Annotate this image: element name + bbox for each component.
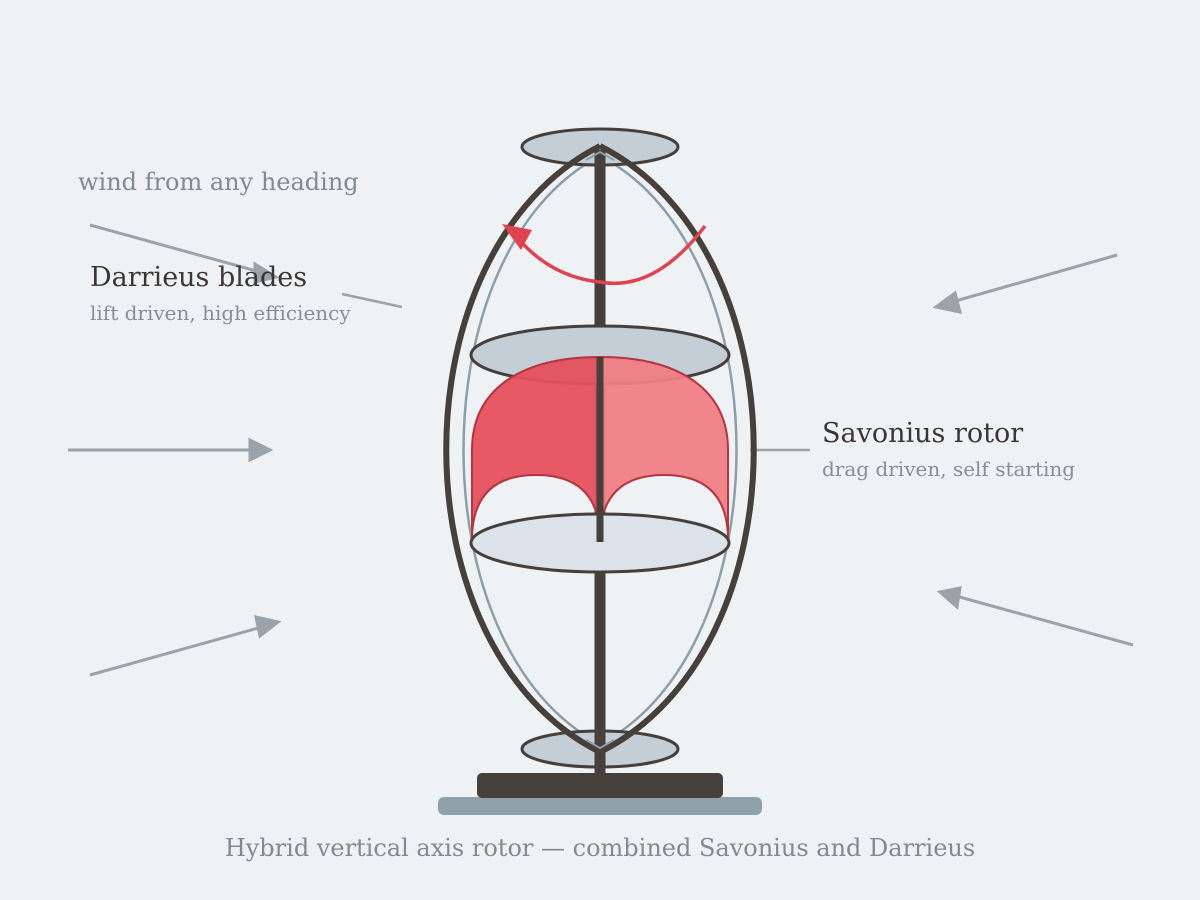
wind-arrow-icon [89, 223, 280, 284]
wind-arrow-icon [932, 253, 1118, 314]
savonius-rotor [469, 324, 731, 574]
darrieus-leader-line [341, 292, 403, 309]
savonius-title: Savonius rotor [822, 418, 1024, 449]
wind-note: wind from any heading [78, 168, 359, 196]
savonius-bucket-left [471, 355, 601, 541]
wind-arrows [68, 223, 1134, 677]
savonius-subtitle: drag driven, self starting [822, 457, 1076, 481]
darrieus-title: Darrieus blades [90, 262, 308, 293]
base-block [477, 773, 723, 798]
darrieus-outer-blades [443, 143, 757, 755]
blade-tip-highlights [585, 150, 615, 750]
curved-rotation-arrow-icon [502, 224, 707, 285]
savonius-bucket-right [599, 355, 729, 541]
wind-arrow-icon [936, 586, 1134, 647]
darrieus-inner-blades [462, 154, 738, 746]
darrieus-subtitle: lift driven, high efficiency [90, 301, 351, 325]
base-plate [438, 797, 762, 815]
diagram-caption: Hybrid vertical axis rotor — combined Sa… [224, 834, 976, 862]
wind-arrow-icon [89, 615, 282, 677]
wind-arrow-icon [68, 437, 274, 463]
